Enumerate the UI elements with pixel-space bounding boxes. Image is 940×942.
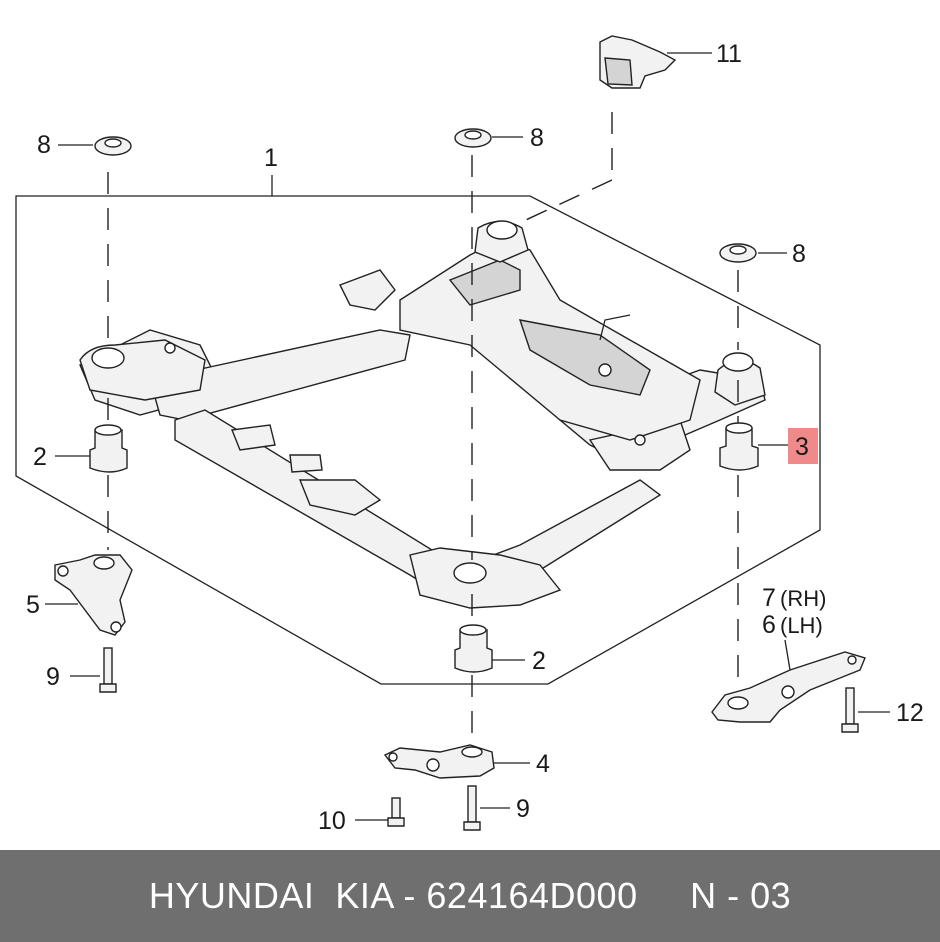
bolt-10 <box>387 797 405 827</box>
washer-8-center <box>454 128 492 148</box>
callout-7: 7 <box>762 584 776 612</box>
bushing-3-right <box>719 422 759 471</box>
callout-11: 11 <box>716 40 742 68</box>
callout-8-left: 8 <box>37 131 51 159</box>
callout-8-right: 8 <box>792 240 806 268</box>
callout-6-side: (LH) <box>780 613 823 638</box>
callout-9-center: 9 <box>516 795 530 823</box>
washer-8-right <box>719 243 757 263</box>
callout-1: 1 <box>264 144 278 172</box>
washer-8-left <box>94 136 132 156</box>
callout-2-center: 2 <box>532 647 546 675</box>
callout-7-side: (RH) <box>780 586 826 611</box>
bolt-12 <box>841 687 859 733</box>
callout-3: 3 <box>795 433 809 461</box>
bushing-2-left <box>89 424 128 473</box>
callout-5: 5 <box>26 591 40 619</box>
footer-bar: HYUNDAI KIA - 624164D000 N - 03 <box>0 850 940 942</box>
bracket-5 <box>54 554 133 636</box>
bracket-4 <box>383 744 495 779</box>
callout-10: 10 <box>318 807 346 835</box>
callout-12: 12 <box>896 699 924 727</box>
callout-3-highlight <box>788 428 818 464</box>
callout-4: 4 <box>536 750 550 778</box>
callout-2-left: 2 <box>33 443 47 471</box>
callout-6: 6 <box>762 611 776 639</box>
bushing-2-center <box>454 624 493 673</box>
bracket-11 <box>599 35 677 89</box>
callout-8-center: 8 <box>530 124 544 152</box>
assembly-outline <box>15 195 821 685</box>
callout-9-left: 9 <box>46 663 60 691</box>
parts-diagram: 1 8 8 8 11 2 2 3 4 5 9 9 10 12 7 (RH) 6 … <box>15 35 924 835</box>
bracket-6-7 <box>711 651 866 723</box>
part-number-caption: HYUNDAI KIA - 624164D000 N - 03 <box>148 875 792 916</box>
bolt-9-left <box>99 647 117 693</box>
subframe-crossmember <box>79 220 766 609</box>
bolt-9-center <box>463 785 481 831</box>
